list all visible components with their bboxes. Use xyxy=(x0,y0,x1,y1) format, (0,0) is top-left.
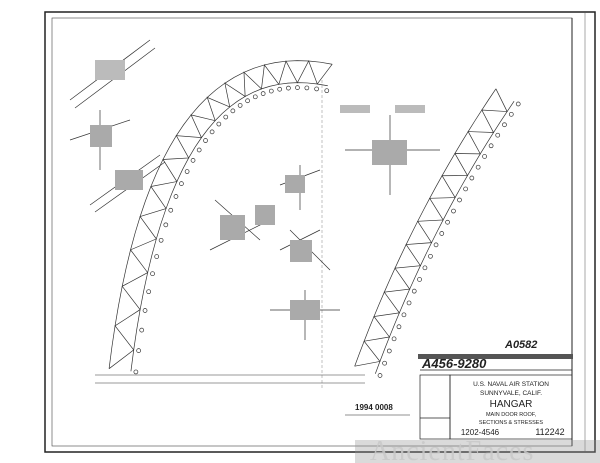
panel-point-marker xyxy=(324,88,330,94)
panel-point-marker xyxy=(411,288,417,294)
panel-point-marker xyxy=(377,373,383,378)
panel-point-marker xyxy=(268,88,274,94)
panel-point-marker xyxy=(475,164,481,170)
station-name: U.S. NAVAL AIR STATION xyxy=(473,381,549,388)
panel-point-marker xyxy=(391,336,397,342)
panel-point-marker xyxy=(386,348,392,354)
truss-member xyxy=(108,60,333,369)
panel-point-marker xyxy=(286,85,291,91)
sheet-border xyxy=(44,11,596,453)
truss-member xyxy=(108,60,333,369)
panel-point-marker xyxy=(433,242,439,248)
panel-point-marker xyxy=(488,143,494,149)
location: SUNNYVALE, CALIF. xyxy=(480,390,542,397)
panel-point-marker xyxy=(179,181,184,186)
panel-point-marker xyxy=(396,324,402,330)
panel-point-marker xyxy=(406,300,412,306)
connection-details xyxy=(69,39,440,340)
panel-point-marker xyxy=(203,138,208,143)
panel-point-marker xyxy=(150,271,155,277)
subtitle-1: MAIN DOOR ROOF, xyxy=(486,412,537,418)
panel-point-marker xyxy=(190,158,196,163)
panel-point-marker xyxy=(230,108,236,114)
panel-point-marker xyxy=(168,207,174,213)
panel-point-marker xyxy=(457,197,462,203)
panel-point-marker xyxy=(295,85,300,90)
panel-point-marker xyxy=(154,254,160,259)
left-truss-arc xyxy=(108,60,333,375)
panel-point-marker xyxy=(163,222,169,228)
watermark-band xyxy=(355,440,600,463)
panel-point-marker xyxy=(260,91,266,96)
panel-point-marker xyxy=(304,85,310,91)
panel-point-marker xyxy=(422,265,428,271)
panel-point-marker xyxy=(469,175,475,181)
panel-point-marker xyxy=(139,327,145,333)
panel-point-marker xyxy=(417,277,422,282)
panel-point-marker xyxy=(223,114,229,120)
title-block xyxy=(419,369,573,440)
panel-point-marker xyxy=(133,369,139,375)
panel-point-marker xyxy=(508,111,514,117)
watermark: AncientFaces xyxy=(370,436,535,463)
panel-point-marker xyxy=(428,253,433,259)
panel-point-marker xyxy=(515,101,521,107)
panel-point-marker xyxy=(196,147,202,153)
subtitle-2: SECTIONS & STRESSES xyxy=(479,420,544,426)
note-lines xyxy=(418,354,573,359)
panel-point-marker xyxy=(142,308,148,313)
panel-point-marker xyxy=(401,312,407,318)
panel-point-marker xyxy=(245,98,250,104)
panel-point-marker xyxy=(314,86,319,92)
panel-point-marker xyxy=(184,169,190,174)
panel-point-marker xyxy=(451,208,456,214)
handwritten-number: A456-9280 xyxy=(421,356,487,371)
panel-point-marker xyxy=(502,122,507,128)
panel-point-marker xyxy=(146,289,152,295)
panel-point-marker xyxy=(463,186,468,192)
panel-point-marker xyxy=(482,154,487,159)
panel-point-marker xyxy=(439,231,445,236)
panel-point-marker xyxy=(158,237,164,243)
panel-point-marker xyxy=(277,86,283,92)
right-truss-arc xyxy=(354,88,521,378)
file-number: 1202-4546 xyxy=(461,428,500,437)
truss-member xyxy=(354,88,508,367)
panel-point-marker xyxy=(173,194,179,199)
handwritten-code: A0582 xyxy=(504,339,537,351)
panel-point-marker xyxy=(209,129,215,135)
drawing-number: 112242 xyxy=(535,427,564,437)
panel-point-marker xyxy=(216,121,222,127)
panel-point-marker xyxy=(237,103,243,108)
truss-member xyxy=(354,88,497,367)
building-name: HANGAR xyxy=(490,399,533,410)
panel-point-marker xyxy=(445,219,450,225)
panel-point-marker xyxy=(252,94,258,100)
panel-point-marker xyxy=(382,360,387,366)
panel-point-marker xyxy=(136,348,142,353)
truss-member xyxy=(374,100,515,374)
panel-point-marker xyxy=(495,132,501,138)
stamp-text: 1994 0008 xyxy=(355,403,393,412)
